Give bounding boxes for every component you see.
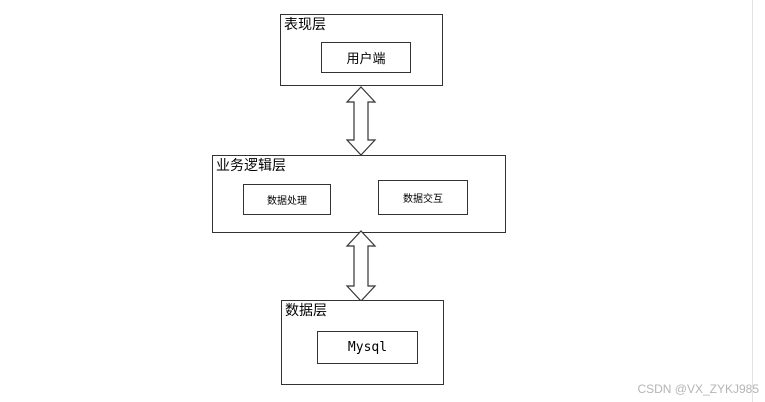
presentation-layer-box: 表现层 用户端 <box>280 14 443 86</box>
data-interaction-label: 数据交互 <box>403 194 443 205</box>
data-interaction-box: 数据交互 <box>378 180 468 215</box>
watermark: CSDN @VX_ZYKJ985 <box>637 382 759 396</box>
business-layer-box: 业务逻辑层 数据处理 数据交互 <box>212 155 506 233</box>
data-processing-label: 数据处理 <box>267 196 307 207</box>
data-processing-box: 数据处理 <box>243 184 331 215</box>
double-arrow-bottom-shape <box>345 230 377 302</box>
double-arrow-top-shape <box>345 86 377 156</box>
right-edge-line <box>752 0 753 402</box>
data-layer-box: 数据层 Mysql <box>281 300 444 385</box>
presentation-layer-label: 表现层 <box>284 17 326 33</box>
mysql-box: Mysql <box>317 331 418 364</box>
client-box: 用户端 <box>321 42 411 73</box>
double-arrow-top <box>345 86 377 156</box>
business-layer-label: 业务逻辑层 <box>216 158 286 174</box>
data-layer-label: 数据层 <box>285 303 327 319</box>
double-arrow-bottom <box>345 230 377 302</box>
mysql-label: Mysql <box>347 340 388 355</box>
client-label: 用户端 <box>346 52 386 67</box>
